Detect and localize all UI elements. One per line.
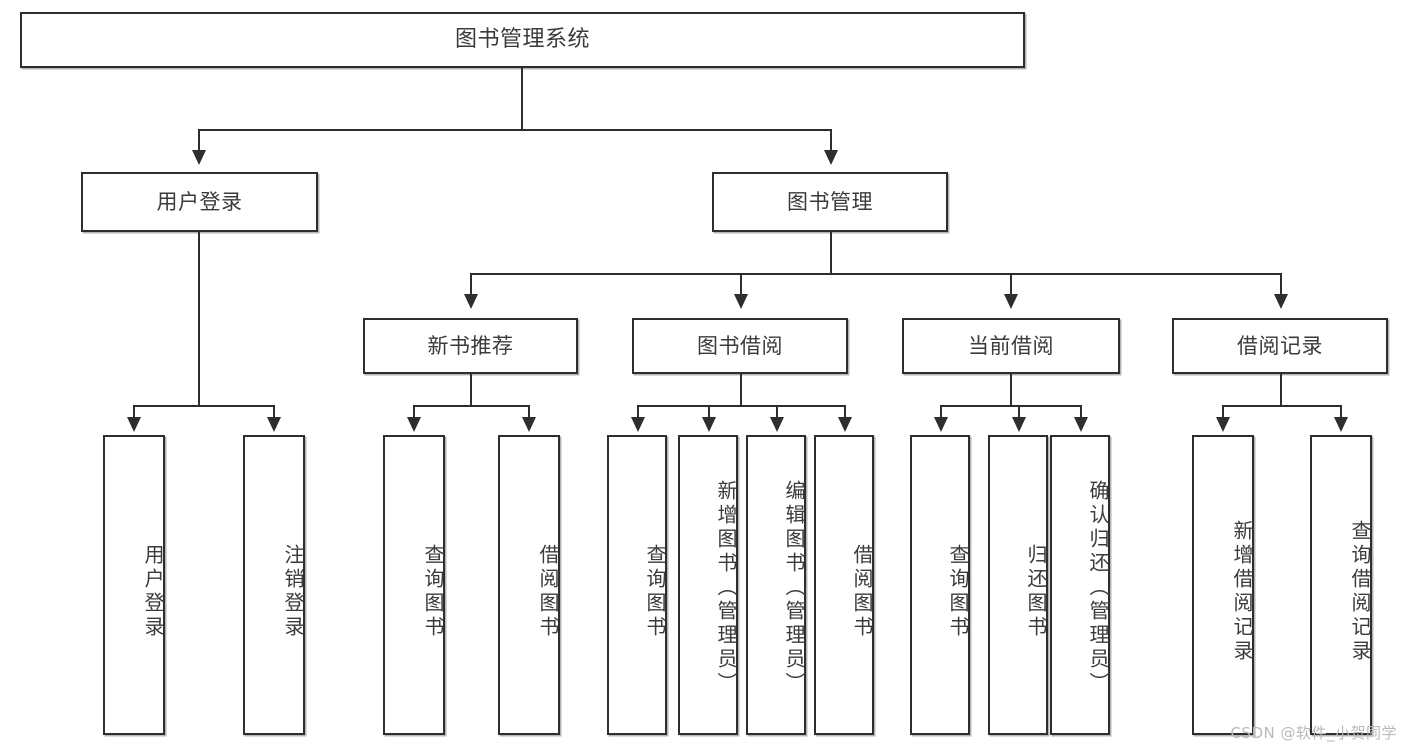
connector-br-to-leaf-2 (1340, 405, 1342, 418)
arrowhead-bb-query-book (631, 417, 645, 432)
connector-root-to-user-login (198, 129, 200, 151)
arrowhead-current-borrow (1004, 294, 1018, 309)
arrowhead-book-mgmt (824, 150, 838, 165)
leaf-bb-query-book[interactable]: 查询图书 (607, 435, 667, 735)
connector-bm-to-borrow-record (1280, 273, 1282, 295)
arrowhead-cb-confirm-return (1074, 417, 1088, 432)
leaf-nb-query-book[interactable]: 查询图书 (383, 435, 445, 735)
connector-user-login-stem (198, 232, 200, 406)
leaf-br-add-record[interactable]: 新增借阅记录 (1192, 435, 1254, 735)
connector-bb-to-leaf-3 (776, 405, 778, 418)
arrowhead-nb-query-book (407, 417, 421, 432)
arrowhead-cb-query-book (934, 417, 948, 432)
connector-bb-to-leaf-2 (708, 405, 710, 418)
connector-bookborrow-bus (637, 405, 844, 407)
node-new-book-recommend[interactable]: 新书推荐 (363, 318, 578, 374)
connector-user-login-to-leaf-2 (273, 405, 275, 418)
connector-book-mgmt-stem (830, 232, 832, 274)
leaf-cb-confirm-return[interactable]: 确认归还（管理员） (1050, 435, 1110, 735)
connector-newbooks-stem (470, 374, 472, 406)
node-user-login[interactable]: 用户登录 (81, 172, 318, 232)
connector-cb-to-leaf-2 (1018, 405, 1020, 418)
connector-cb-to-leaf-1 (940, 405, 942, 418)
connector-br-to-leaf-1 (1222, 405, 1224, 418)
arrowhead-borrow-record (1274, 294, 1288, 309)
leaf-cb-return-book[interactable]: 归还图书 (988, 435, 1048, 735)
connector-bm-to-book-borrow (740, 273, 742, 295)
leaf-nb-borrow-book[interactable]: 借阅图书 (498, 435, 560, 735)
arrowhead-leaf-logout (267, 417, 281, 432)
arrowhead-user-login (192, 150, 206, 165)
arrowhead-cb-return-book (1012, 417, 1026, 432)
arrowhead-br-query-record (1334, 417, 1348, 432)
connector-root-stem (521, 68, 523, 130)
arrowhead-nb-borrow-book (522, 417, 536, 432)
connector-root-to-book-mgmt (830, 129, 832, 151)
connector-borrowrecord-stem (1280, 374, 1282, 406)
node-root-library-system[interactable]: 图书管理系统 (20, 12, 1025, 68)
connector-newbooks-to-leaf-2 (528, 405, 530, 418)
connector-bb-to-leaf-4 (844, 405, 846, 418)
leaf-br-query-record[interactable]: 查询借阅记录 (1310, 435, 1372, 735)
arrowhead-bb-add-book (702, 417, 716, 432)
arrowhead-bb-borrow-book (838, 417, 852, 432)
arrowhead-new-books (464, 294, 478, 309)
connector-cb-to-leaf-3 (1080, 405, 1082, 418)
leaf-user-login[interactable]: 用户登录 (103, 435, 165, 735)
connector-root-bus (198, 129, 832, 131)
connector-bb-to-leaf-1 (637, 405, 639, 418)
node-book-borrowing[interactable]: 图书借阅 (632, 318, 848, 374)
arrowhead-bb-edit-book (770, 417, 784, 432)
leaf-cb-query-book[interactable]: 查询图书 (910, 435, 970, 735)
connector-borrowrecord-bus (1222, 405, 1340, 407)
connector-user-login-to-leaf-1 (133, 405, 135, 418)
leaf-bb-edit-book[interactable]: 编辑图书（管理员） (746, 435, 806, 735)
connector-currentborrow-bus (940, 405, 1080, 407)
connector-bm-to-new-books (470, 273, 472, 295)
node-book-management[interactable]: 图书管理 (712, 172, 948, 232)
leaf-bb-borrow-book[interactable]: 借阅图书 (814, 435, 874, 735)
node-current-borrowing[interactable]: 当前借阅 (902, 318, 1120, 374)
connector-bookborrow-stem (740, 374, 742, 406)
arrowhead-br-add-record (1216, 417, 1230, 432)
connector-bm-to-current-borrow (1010, 273, 1012, 295)
connector-user-login-bus (133, 405, 273, 407)
connector-newbooks-to-leaf-1 (413, 405, 415, 418)
csdn-watermark: CSDN @软件_小贺同学 (1230, 724, 1397, 742)
connector-book-mgmt-bus (470, 273, 1280, 275)
leaf-bb-add-book[interactable]: 新增图书（管理员） (678, 435, 738, 735)
arrowhead-book-borrow (734, 294, 748, 309)
connector-newbooks-bus (413, 405, 528, 407)
node-borrow-records[interactable]: 借阅记录 (1172, 318, 1388, 374)
connector-currentborrow-stem (1010, 374, 1012, 406)
arrowhead-leaf-user-login (127, 417, 141, 432)
leaf-logout[interactable]: 注销登录 (243, 435, 305, 735)
